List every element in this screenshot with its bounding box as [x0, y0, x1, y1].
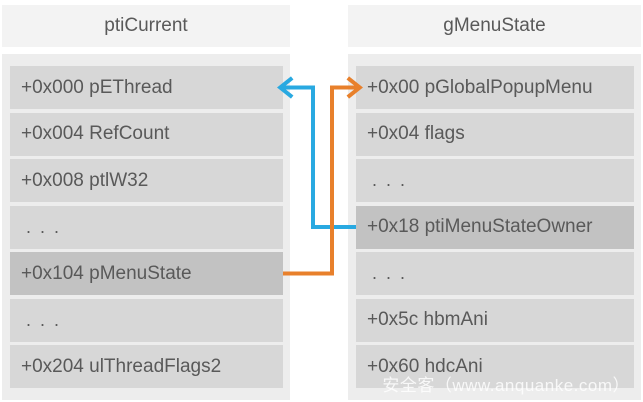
ellipsis-row: . . .	[356, 252, 634, 295]
gmenustate-fields: +0x00 pGlobalPopupMenu +0x04 flags . . . +0…	[348, 54, 641, 400]
struct-field-row: +0x000 pEThread	[10, 66, 283, 109]
watermark: 安全客（www.anquanke.com）	[382, 376, 630, 395]
field-label: +0x60 hdcAni	[367, 355, 483, 377]
field-label: +0x008 ptlW32	[21, 169, 149, 191]
struct-field-row: +0x104 pMenuState	[10, 252, 283, 295]
field-label: . . .	[372, 263, 408, 283]
blue-pointer-arrow	[276, 76, 356, 229]
gmenustate-table: gMenuState +0x00 pGlobalPopupMenu +0x04 f…	[348, 5, 641, 400]
struct-field-row: +0x60 hdcAni	[356, 345, 634, 388]
struct-field-row: +0x204 ulThreadFlags2	[10, 345, 283, 388]
struct-field-row: +0x5c hbmAni	[356, 298, 634, 342]
struct-field-row: +0x04 flags	[356, 112, 634, 156]
field-label: +0x5c hbmAni	[367, 309, 488, 330]
pticurrent-table: ptiCurrent +0x000 pEThread +0x004 RefCoun…	[2, 5, 290, 400]
ellipsis-row: . . .	[10, 298, 283, 342]
field-label: +0x000 pEThread	[21, 76, 173, 98]
gmenustate-title: gMenuState	[348, 5, 641, 47]
struct-field-row: +0x00 pGlobalPopupMenu	[356, 66, 634, 109]
pticurrent-fields: +0x000 pEThread +0x004 RefCount +0x008 ptl…	[2, 54, 290, 400]
struct-field-row: +0x18 ptiMenuStateOwner	[356, 205, 634, 249]
field-label: . . .	[26, 309, 62, 330]
field-label: . . .	[372, 170, 408, 190]
ellipsis-row: . . .	[10, 205, 283, 249]
ellipsis-row: . . .	[356, 159, 634, 202]
pticurrent-title: ptiCurrent	[2, 5, 290, 47]
field-label: . . .	[26, 216, 62, 237]
field-label: +0x204 ulThreadFlags2	[21, 355, 222, 377]
field-label: +0x004 RefCount	[21, 123, 170, 144]
field-label: +0x18 ptiMenuStateOwner	[367, 216, 593, 237]
field-label: +0x04 flags	[367, 123, 465, 144]
field-label: +0x104 pMenuState	[21, 262, 192, 284]
struct-field-row: +0x008 ptlW32	[10, 159, 283, 202]
struct-field-row: +0x004 RefCount	[10, 112, 283, 156]
field-label: +0x00 pGlobalPopupMenu	[367, 76, 593, 98]
